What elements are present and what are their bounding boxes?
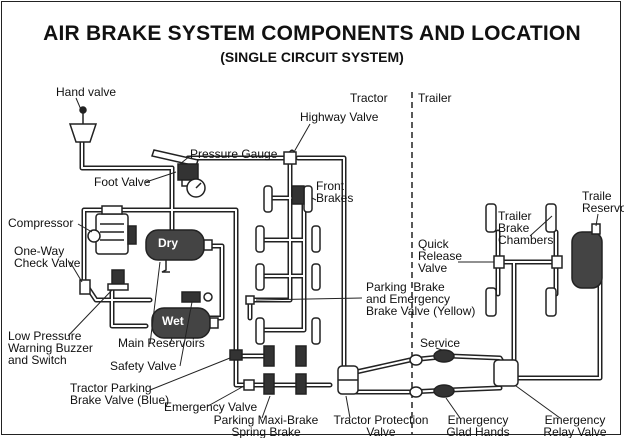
spring-brake-icons <box>263 345 307 395</box>
quick-release-valve-label: Quick Release Valve <box>418 237 463 275</box>
wet-reservoir-icon <box>151 307 219 339</box>
foot-valve-label: Foot Valve <box>94 175 151 189</box>
compressor-icon <box>87 205 137 255</box>
trailer-brake-chambers-label: Trailer Brake Chambers <box>498 209 554 247</box>
glad-hands-icon <box>409 349 455 398</box>
compressor-label: Compressor <box>8 216 74 230</box>
parking-maxi-brake-label: Parking Maxi-Brake Spring Brake <box>213 413 319 438</box>
parking-brake-valve-label: Parking Brake and Emergency Brake Valve … <box>366 280 476 318</box>
front-brake-chamber-icons <box>255 185 321 345</box>
tractor-parking-valve-label: Tractor Parking Brake Valve (Blue) <box>70 381 170 407</box>
diagram-title: AIR BRAKE SYSTEM COMPONENTS AND LOCATION <box>43 22 581 45</box>
dry-tank-tag: Dry <box>158 236 179 250</box>
main-reservoirs-label: Main Reservoirs <box>118 336 205 350</box>
check-valve-label: One-Way Check Valve <box>14 244 81 270</box>
emergency-glad-hands-label: Emergency Glad Hands <box>446 413 510 438</box>
front-brakes-label: Front Brakes <box>316 179 354 205</box>
trailer-reservoir-icon <box>571 223 603 289</box>
check-valve-icon <box>79 279 91 295</box>
pressure-gauge-icon <box>186 178 206 198</box>
highway-valve-icon <box>283 151 297 165</box>
safety-valve-icon <box>181 291 213 303</box>
highway-valve-label: Highway Valve <box>300 110 379 124</box>
service-label: Service <box>420 336 461 350</box>
low-pressure-switch-icon <box>107 269 129 291</box>
safety-valve-label: Safety Valve <box>110 359 177 373</box>
tractor-section-label: Tractor <box>350 91 388 105</box>
emergency-valve-icon <box>243 379 255 391</box>
pressure-gauge-label: Pressure Gauge <box>190 147 278 161</box>
trailer-reservoir-label: Traile Reservo <box>582 189 624 215</box>
hand-valve-label: Hand valve <box>56 85 117 99</box>
wet-tank-tag: Wet <box>162 314 184 328</box>
relay-valve-icon <box>493 359 519 387</box>
tractor-protection-valve-label: Tractor Protection Valve <box>333 413 429 438</box>
emergency-valve-label: Emergency Valve <box>164 400 258 414</box>
dry-reservoir-icon <box>145 229 213 273</box>
trailer-brake-chamber-icons <box>485 203 557 317</box>
diagram-subtitle: (SINGLE CIRCUIT SYSTEM) <box>220 49 404 65</box>
tractor-protection-valve-icon <box>337 365 359 395</box>
trailer-section-label: Trailer <box>418 91 452 105</box>
tractor-parking-valve-icon <box>229 349 243 361</box>
emergency-relay-valve-label: Emergency Relay Valve <box>543 413 607 438</box>
low-pressure-warning-label: Low Pressure Warning Buzzer and Switch <box>8 329 93 367</box>
parking-brake-valve-icon <box>245 295 255 305</box>
